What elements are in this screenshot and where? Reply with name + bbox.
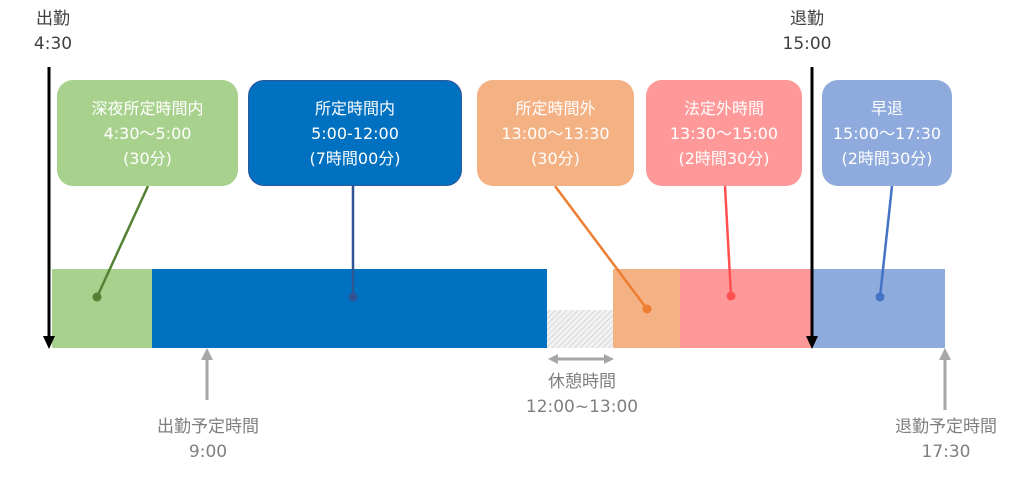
callout-title: 深夜所定時間内 [91, 98, 204, 118]
leader-early-leave [875, 185, 894, 302]
callout-range: 5:00-12:00 [311, 123, 399, 143]
callout-duration: (30分) [123, 148, 172, 168]
segment-early-leave [812, 269, 945, 348]
segment-legal-overtime [680, 269, 812, 348]
callout-late-night: 深夜所定時間内 4:30〜5:00 (30分) [57, 80, 238, 186]
break-span-arrow-icon [548, 354, 614, 364]
leader-legal-overtime [723, 185, 736, 301]
scheduled-end-title: 退勤予定時間 [895, 417, 997, 437]
scheduled-start-time: 9:00 [188, 442, 228, 462]
scheduled-start-arrow-icon [201, 348, 213, 400]
callout-duration: (7時間00分) [309, 148, 401, 168]
clock-out-time: 15:00 [782, 34, 832, 54]
break-time: 12:00~13:00 [525, 397, 639, 417]
callout-duration: (30分) [531, 148, 580, 168]
clock-out-label: 退勤 15:00 [783, 7, 832, 57]
clock-in-time: 4:30 [33, 34, 73, 54]
callout-title: 所定時間内 [314, 98, 395, 118]
callout-range: 4:30〜5:00 [103, 123, 192, 143]
callout-title: 早退 [870, 98, 903, 118]
callout-range: 13:00〜13:30 [501, 123, 610, 143]
callout-duration: (2時間30分) [678, 148, 770, 168]
leader-scheduled [348, 186, 358, 302]
leader-late-night [92, 185, 150, 302]
clock-out-title: 退勤 [790, 9, 824, 29]
scheduled-end-label: 退勤予定時間 17:30 [895, 415, 997, 465]
callout-duration: (2時間30分) [841, 148, 933, 168]
break-label: 休憩時間 12:00~13:00 [526, 370, 638, 420]
segment-break [547, 310, 613, 348]
callout-title: 所定時間外 [515, 98, 596, 118]
leader-overtime [553, 185, 652, 314]
callout-scheduled: 所定時間内 5:00-12:00 (7時間00分) [248, 80, 462, 186]
callout-range: 13:30〜15:00 [669, 123, 779, 143]
segment-late-night [52, 269, 152, 348]
break-title: 休憩時間 [547, 372, 616, 392]
clock-in-title: 出勤 [36, 9, 70, 29]
callout-early-leave: 早退 15:00〜17:30 (2時間30分) [822, 80, 952, 186]
clock-out-arrow-icon [806, 67, 818, 349]
scheduled-start-label: 出勤予定時間 9:00 [157, 415, 259, 465]
scheduled-end-time: 17:30 [921, 442, 971, 462]
callout-range: 15:00〜17:30 [832, 123, 942, 143]
segment-scheduled [152, 269, 547, 348]
scheduled-start-title: 出勤予定時間 [157, 417, 259, 437]
callout-title: 法定外時間 [683, 98, 764, 118]
scheduled-end-arrow-icon [939, 348, 951, 410]
callout-overtime: 所定時間外 13:00〜13:30 (30分) [477, 80, 634, 186]
clock-in-arrow-icon [43, 67, 55, 349]
callout-legal-overtime: 法定外時間 13:30〜15:00 (2時間30分) [646, 80, 802, 186]
clock-in-label: 出勤 4:30 [34, 7, 72, 57]
